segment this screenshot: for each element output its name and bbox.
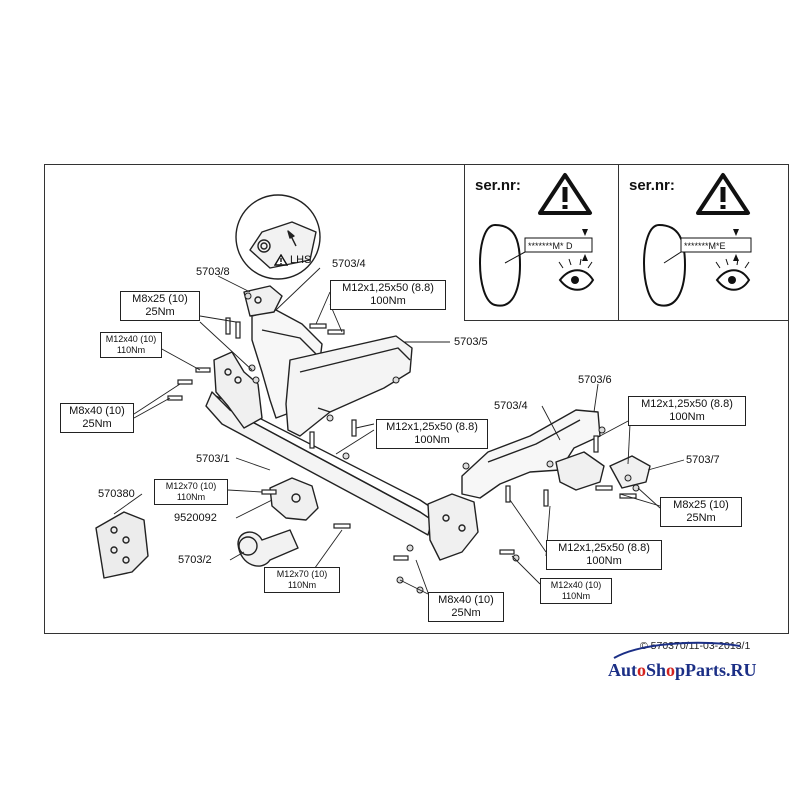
eye-icon — [715, 258, 751, 291]
lhs-label: LHS — [290, 254, 312, 266]
bolt-spec-m12x70-upper: M12x70 (10)110Nm — [154, 479, 228, 505]
part-tag-5703-2: 5703/2 — [178, 554, 212, 566]
eye-icon — [558, 258, 595, 291]
bolt-spec-m8x25-right: M8x25 (10)25Nm — [660, 497, 742, 527]
serial-label: ser.nr: — [629, 177, 675, 194]
warning-triangle-icon — [538, 173, 592, 215]
part-tag-5703-4-left: 5703/4 — [332, 258, 366, 270]
serial-panel-d-drawing — [479, 173, 595, 307]
bolt-spec-m8x25-left: M8x25 (10)25Nm — [120, 291, 200, 321]
bolt-icon — [167, 317, 637, 561]
diagram-frame — [44, 164, 789, 634]
bolt-spec-m12x40-right: M12x40 (10)110Nm — [540, 578, 612, 604]
part-tag-5703-4-right: 5703/4 — [494, 400, 528, 412]
serial-panel-e-drawing — [643, 173, 752, 307]
nut-icon — [244, 292, 640, 594]
serial-code: *******M* D — [528, 241, 573, 251]
part-tag-5703-8: 5703/8 — [196, 266, 230, 278]
brand-swoosh — [613, 641, 741, 659]
serial-code-box — [524, 237, 593, 253]
bolt-spec-m8x40-bottom: M8x40 (10)25Nm — [428, 592, 504, 622]
part-tag-9520092: 9520092 — [174, 512, 217, 524]
bolt-spec-m12x70-lower: M12x70 (10)110Nm — [264, 567, 340, 593]
serial-code: *******M*E — [684, 241, 726, 251]
serial-panel-d: ser.nr: *******M* D — [464, 164, 620, 321]
bolt-spec-m12x40-left: M12x40 (10)110Nm — [100, 332, 162, 358]
brand-watermark: AutoShopParts.RU — [608, 660, 757, 680]
socket-plate-570380 — [95, 511, 149, 579]
part-tag-5703-7: 5703/7 — [686, 454, 720, 466]
bolt-spec-m12x125-right: M12x1,25x50 (8.8)100Nm — [628, 396, 746, 426]
serial-label: ser.nr: — [475, 177, 521, 194]
bolt-spec-m12x125-bottom: M12x1,25x50 (8.8)100Nm — [546, 540, 662, 570]
bolt-spec-m12x125-mid: M12x1,25x50 (8.8)100Nm — [376, 419, 488, 449]
serial-panel-e: ser.nr: *******M*E — [618, 164, 789, 321]
warning-triangle-icon — [274, 254, 288, 266]
part-tag-5703-6: 5703/6 — [578, 374, 612, 386]
tow-ball-5703-2 — [237, 529, 299, 567]
bolt-spec-m12x125-top: M12x1,25x50 (8.8)100Nm — [330, 280, 446, 310]
serial-code-box — [680, 237, 752, 253]
part-tag-5703-1: 5703/1 — [196, 453, 230, 465]
part-tag-5703-5: 5703/5 — [454, 336, 488, 348]
warning-triangle-icon — [696, 173, 750, 215]
car-silhouette-icon — [479, 223, 522, 307]
part-tag-570380: 570380 — [98, 488, 135, 500]
bolt-spec-m8x40-left: M8x40 (10)25Nm — [60, 403, 134, 433]
